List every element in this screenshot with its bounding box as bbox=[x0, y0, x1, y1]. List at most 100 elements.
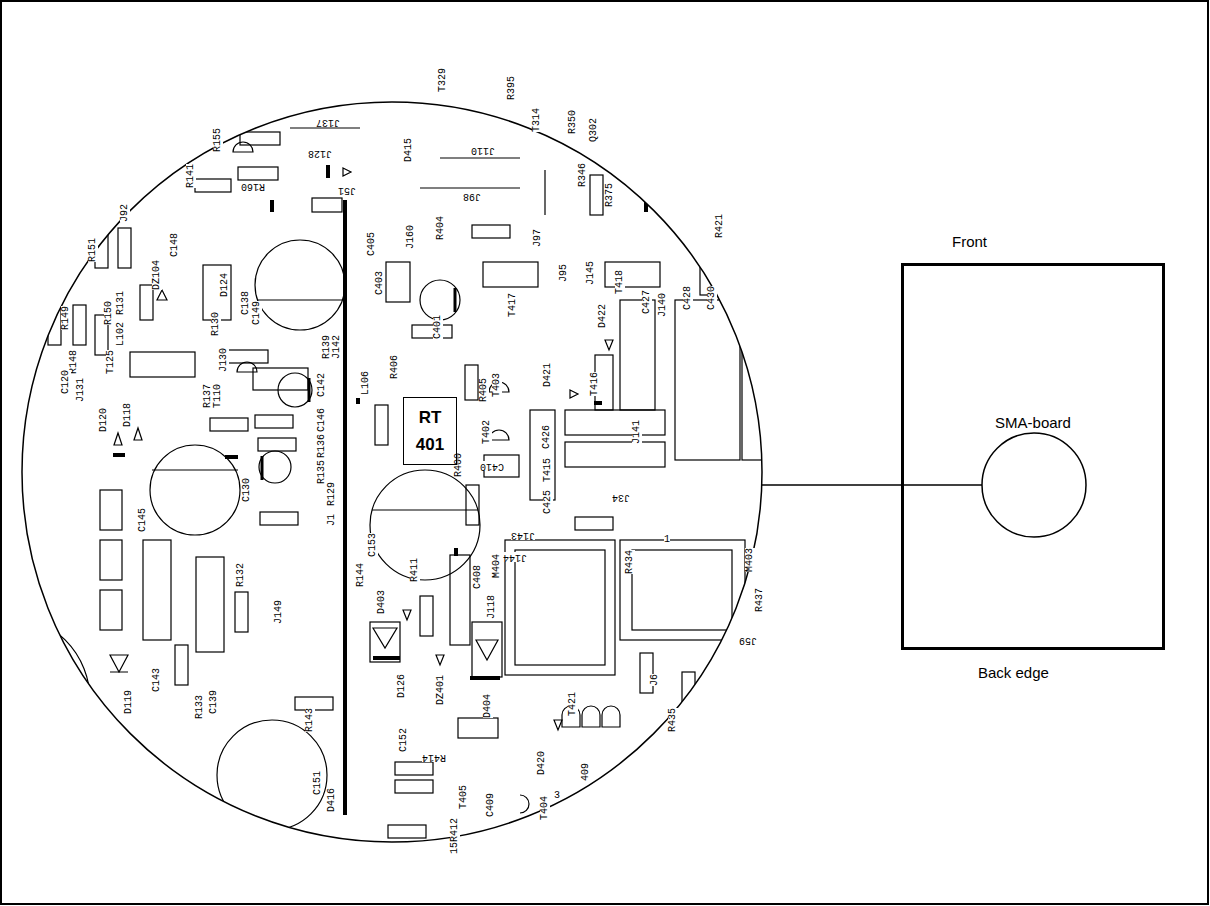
part-label: C408 bbox=[473, 565, 483, 589]
part-label: C139 bbox=[209, 690, 219, 714]
part-label: R411 bbox=[410, 558, 420, 582]
part-label: R151 bbox=[88, 238, 98, 262]
part-label: J144 bbox=[503, 552, 527, 562]
part-label: R375 bbox=[605, 183, 615, 207]
part-label: R149 bbox=[61, 306, 71, 330]
part-label: T402 bbox=[482, 420, 492, 444]
part-label: J1 bbox=[327, 514, 337, 526]
magnifier-circle bbox=[22, 102, 762, 842]
edge-caption: Back edge bbox=[978, 664, 1049, 681]
board-outline: FrontSMA-boardBack edge bbox=[901, 263, 1165, 650]
board-name: SMA-board bbox=[904, 414, 1162, 431]
part-label: R133 bbox=[195, 695, 205, 719]
part-label: Q302 bbox=[589, 118, 599, 142]
part-label: C143 bbox=[152, 668, 162, 692]
part-label: D119 bbox=[124, 690, 134, 714]
part-label: J34 bbox=[612, 492, 630, 502]
part-label: M403 bbox=[745, 548, 755, 572]
part-label: J59 bbox=[739, 635, 757, 645]
part-label: R400 bbox=[454, 453, 464, 477]
part-label: J137 bbox=[316, 117, 340, 127]
part-label: T421 bbox=[568, 692, 578, 716]
part-label: J95 bbox=[559, 264, 569, 282]
part-label: J110 bbox=[471, 145, 495, 155]
part-label: R132 bbox=[236, 563, 246, 587]
part-label: R135 bbox=[317, 460, 327, 484]
component-name: RT 401 bbox=[410, 404, 450, 458]
part-label: R144 bbox=[356, 563, 366, 587]
part-label: C145 bbox=[138, 508, 148, 532]
part-label: M404 bbox=[492, 554, 502, 578]
part-label: D118 bbox=[123, 403, 133, 427]
part-label: T418 bbox=[615, 270, 625, 294]
part-label: T110 bbox=[213, 384, 223, 408]
part-label: R141 bbox=[186, 164, 196, 188]
part-label: 409 bbox=[581, 763, 591, 781]
part-label: C427 bbox=[642, 290, 652, 314]
part-label: C120 bbox=[61, 370, 71, 394]
part-label: R350 bbox=[568, 110, 578, 134]
part-label: J6 bbox=[650, 674, 660, 686]
part-label: T403 bbox=[492, 373, 502, 397]
part-label: J128 bbox=[308, 148, 332, 158]
part-label: R414 bbox=[422, 752, 446, 762]
part-label: J145 bbox=[586, 261, 596, 285]
part-label: 15R412 bbox=[450, 818, 460, 854]
part-label: D422 bbox=[598, 304, 608, 328]
part-label: R421 bbox=[715, 214, 725, 238]
part-label: J97 bbox=[533, 229, 543, 247]
part-label: L102 bbox=[116, 322, 126, 346]
part-label: J118 bbox=[487, 595, 497, 619]
part-label: C403 bbox=[375, 271, 385, 295]
part-label: T125 bbox=[106, 350, 116, 374]
part-label: J143 bbox=[511, 530, 535, 540]
part-label: R405 bbox=[479, 378, 489, 402]
part-label: D421 bbox=[543, 363, 553, 387]
part-label: C410 bbox=[480, 461, 504, 471]
part-label: C430 bbox=[707, 286, 717, 310]
part-label: C425 bbox=[543, 490, 553, 514]
part-label: R434 bbox=[625, 550, 635, 574]
part-label: D403 bbox=[377, 590, 387, 614]
part-label: C149 bbox=[252, 301, 262, 325]
part-label: 3 bbox=[554, 791, 560, 801]
part-label: R435 bbox=[668, 708, 678, 732]
part-label: R137 bbox=[203, 384, 213, 408]
part-label: J131 bbox=[76, 378, 86, 402]
part-label: DZ104 bbox=[152, 260, 162, 290]
part-label: R395 bbox=[507, 76, 517, 100]
part-label: D120 bbox=[99, 408, 109, 432]
part-label: J141 bbox=[632, 420, 642, 444]
part-label: T314 bbox=[532, 108, 542, 132]
part-label: C426 bbox=[542, 425, 552, 449]
part-label: T404 bbox=[540, 796, 550, 820]
part-label: D416 bbox=[327, 788, 337, 812]
part-label: J51 bbox=[338, 185, 356, 195]
part-label: R143 bbox=[305, 708, 315, 732]
component-box: RT 401 bbox=[403, 397, 457, 465]
part-label: R437 bbox=[755, 588, 765, 612]
part-label: C151 bbox=[313, 771, 323, 795]
part-label: C130 bbox=[242, 478, 252, 502]
part-label: J149 bbox=[274, 600, 284, 624]
part-label: D420 bbox=[537, 751, 547, 775]
board-detail bbox=[0, 110, 782, 838]
part-label: DZ401 bbox=[436, 675, 446, 705]
part-label: R130 bbox=[211, 312, 221, 336]
part-label: J130 bbox=[219, 348, 229, 372]
part-label: R129 bbox=[327, 482, 337, 506]
part-label: C146 bbox=[317, 408, 327, 432]
part-label: C148 bbox=[170, 233, 180, 257]
part-label: C153 bbox=[368, 533, 378, 557]
part-label: R346 bbox=[578, 163, 588, 187]
part-label: C409 bbox=[486, 793, 496, 817]
part-label: J142 bbox=[332, 335, 342, 359]
detail-marker bbox=[982, 433, 1086, 537]
part-label: D124 bbox=[220, 273, 230, 297]
part-label: D415 bbox=[404, 138, 414, 162]
part-label: J98 bbox=[463, 191, 481, 201]
part-label: T417 bbox=[508, 293, 518, 317]
part-label: R404 bbox=[436, 216, 446, 240]
